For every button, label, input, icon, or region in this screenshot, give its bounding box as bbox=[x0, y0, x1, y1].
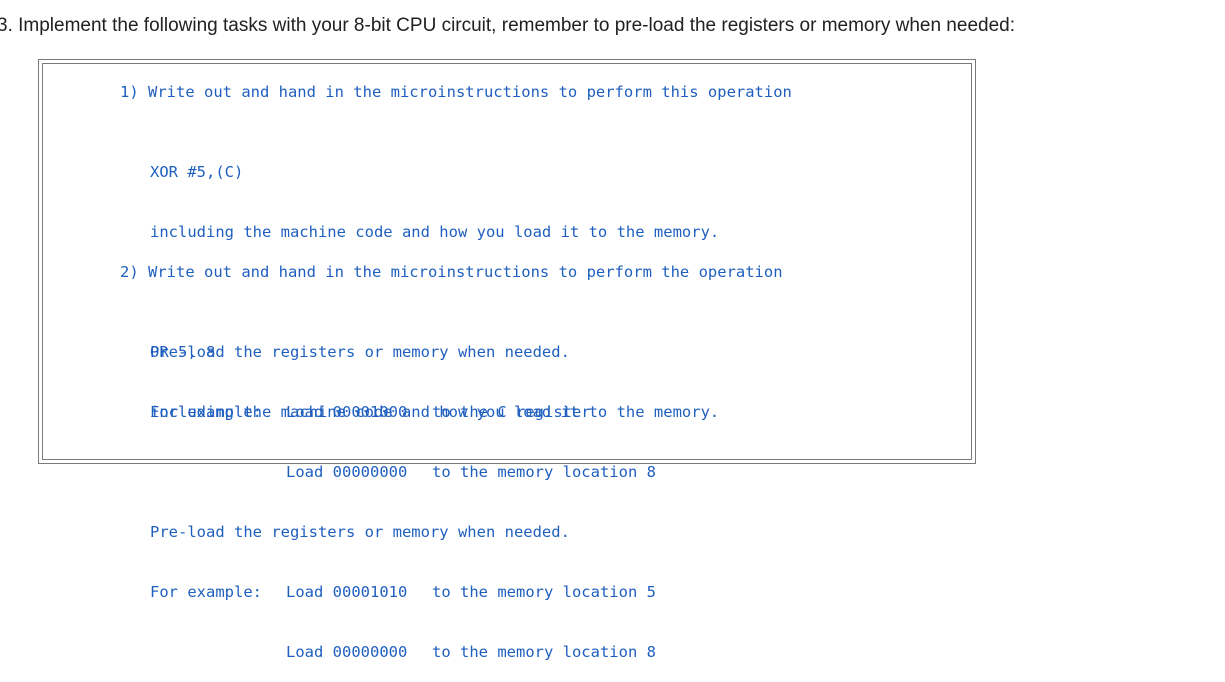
task-box-inner-border bbox=[42, 63, 972, 460]
task1-example-target-1: to the C register bbox=[432, 403, 591, 421]
task2-example-target-2: to the memory location 8 bbox=[432, 643, 656, 661]
task1-instruction-note: including the machine code and how you l… bbox=[150, 223, 720, 241]
task2-preload-note: Pre-load the registers or memory when ne… bbox=[150, 523, 570, 541]
task2-example-load-1: Load 00001010 bbox=[286, 583, 408, 601]
task2-example-row-1: For example: Load 00001010 to the memory l… bbox=[150, 582, 719, 602]
task2-example-row-2: Load 00000000 to the memory location 8 bbox=[150, 642, 719, 662]
task2-instruction-note: including the machine code and how you l… bbox=[150, 403, 720, 421]
question-heading: 3. Implement the following tasks with yo… bbox=[0, 15, 1015, 36]
task1-example-row-1: For example: Load 00001000 to the C regist… bbox=[150, 402, 719, 422]
task1-example-label: For example: bbox=[150, 403, 262, 421]
task1-example-load-1: Load 00001000 bbox=[286, 403, 408, 421]
task1-title: 1) Write out and hand in the microinstru… bbox=[120, 83, 792, 101]
task2-operation: OR 5, 8 bbox=[150, 343, 216, 361]
task1-preload-note: Pre-load the registers or memory when ne… bbox=[150, 343, 570, 361]
task2-example-target-1: to the memory location 5 bbox=[432, 583, 656, 601]
task2-block: OR 5, 8 including the machine code and h… bbox=[150, 302, 719, 682]
task2-example-load-2: Load 00000000 bbox=[286, 643, 408, 661]
task2-title: 2) Write out and hand in the microinstru… bbox=[120, 263, 783, 281]
task2-example-label: For example: bbox=[150, 583, 262, 601]
task1-operation: XOR #5,(C) bbox=[150, 163, 244, 181]
task-box bbox=[38, 59, 976, 464]
